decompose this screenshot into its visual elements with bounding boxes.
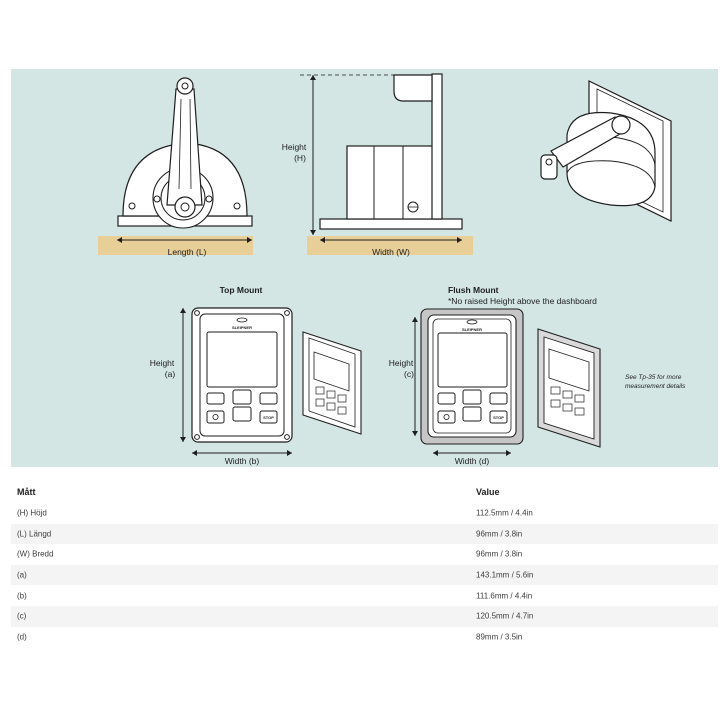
header-value: Value bbox=[476, 487, 500, 497]
height-c-sub: (c) bbox=[404, 369, 414, 379]
height-a-label: Height bbox=[150, 358, 175, 368]
row-value: 112.5mm / 4.4in bbox=[476, 508, 533, 518]
table-row: (b) 111.6mm / 4.4in bbox=[11, 585, 718, 606]
isometric-view bbox=[540, 80, 672, 222]
width-d-label: Width (d) bbox=[455, 456, 490, 466]
row-value: 89mm / 3.5in bbox=[476, 632, 523, 642]
row-label: (H) Höjd bbox=[17, 508, 47, 518]
height-h-label: Height bbox=[282, 142, 307, 152]
flush-mount-note: *No raised Height above the dashboard bbox=[448, 296, 597, 306]
table-row: (W) Bredd 96mm / 3.8in bbox=[11, 544, 718, 565]
reference-note-line2: measurement details bbox=[625, 383, 686, 390]
table-row: (a) 143.1mm / 5.6in bbox=[11, 564, 718, 586]
flush-mount-view: Flush Mount *No raised Height above the … bbox=[389, 285, 601, 466]
dimension-diagram: Length (L) Height (H) Width (W) bbox=[11, 69, 718, 467]
height-c-label: Height bbox=[389, 358, 414, 368]
reference-note-line1: See Tp-35 for more bbox=[625, 374, 682, 381]
front-view: Height (H) Width (W) bbox=[282, 73, 473, 257]
table-header-row: Mått Value bbox=[11, 481, 718, 503]
row-value: 111.6mm / 4.4in bbox=[476, 591, 533, 601]
flush-mount-brand: SLEIPNER bbox=[462, 327, 482, 332]
row-label: (b) bbox=[17, 591, 27, 601]
width-w-label: Width (W) bbox=[372, 247, 410, 257]
row-label: (W) Bredd bbox=[17, 549, 54, 559]
top-mount-brand: SLEIPNER bbox=[232, 325, 252, 330]
specifications-table: Mått Value (H) Höjd 112.5mm / 4.4in (L) … bbox=[11, 481, 718, 647]
side-view: Length (L) bbox=[98, 77, 253, 257]
table-row: (H) Höjd 112.5mm / 4.4in bbox=[11, 503, 718, 524]
length-label: Length (L) bbox=[168, 247, 207, 257]
flush-mount-title: Flush Mount bbox=[448, 285, 499, 295]
row-value: 120.5mm / 4.7in bbox=[476, 611, 534, 621]
header-label: Mått bbox=[17, 487, 36, 497]
row-value: 96mm / 3.8in bbox=[476, 549, 523, 559]
row-label: (L) Längd bbox=[17, 529, 52, 539]
wood-plank-right bbox=[307, 236, 473, 255]
top-mount-stop: STOP bbox=[263, 415, 274, 420]
row-value: 96mm / 3.8in bbox=[476, 529, 523, 539]
table-row: (L) Längd 96mm / 3.8in bbox=[11, 523, 718, 545]
top-mount-view: Top Mount SLEIPNER STOP Height (a) Width… bbox=[150, 285, 362, 466]
top-mount-title: Top Mount bbox=[220, 285, 263, 295]
row-value: 143.1mm / 5.6in bbox=[476, 570, 534, 580]
table-row: (c) 120.5mm / 4.7in bbox=[11, 605, 718, 627]
height-h-sub: (H) bbox=[294, 153, 306, 163]
wood-plank-left bbox=[98, 236, 253, 255]
table-row: (d) 89mm / 3.5in bbox=[11, 627, 718, 648]
flush-mount-stop: STOP bbox=[493, 415, 504, 420]
diagram-canvas: Length (L) Height (H) Width (W) bbox=[98, 73, 686, 466]
height-a-sub: (a) bbox=[165, 369, 176, 379]
row-label: (c) bbox=[17, 611, 27, 621]
row-label: (a) bbox=[17, 570, 27, 580]
width-b-label: Width (b) bbox=[225, 456, 260, 466]
row-label: (d) bbox=[17, 632, 27, 642]
